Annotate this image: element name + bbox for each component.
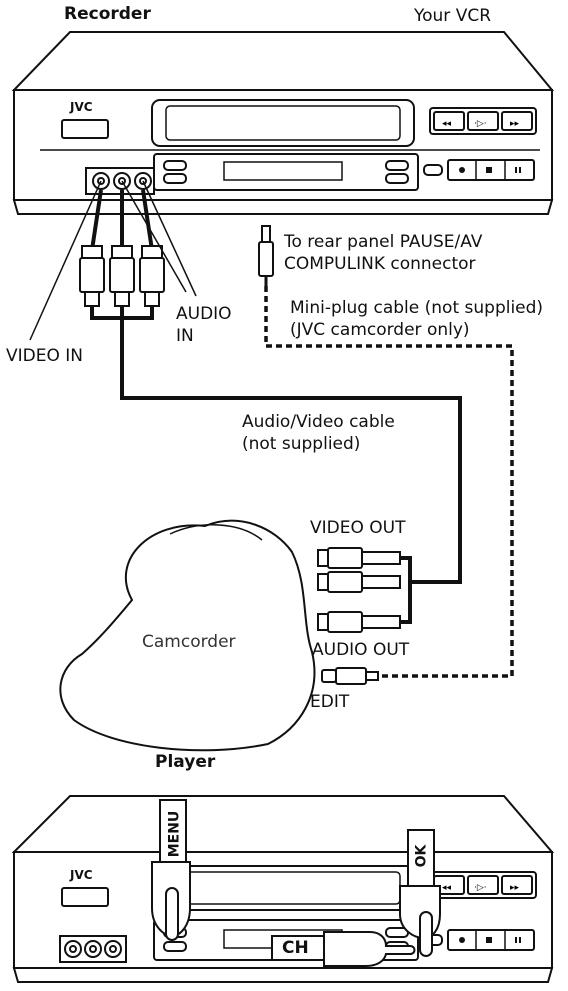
video-out-label: VIDEO OUT	[310, 518, 406, 538]
ch-button-label: CH	[282, 938, 309, 958]
rear-panel-note-line2: COMPULINK connector	[284, 254, 476, 274]
brand-logo-top: JVC	[70, 100, 93, 114]
av-cable-label-line1: Audio/Video cable	[242, 412, 395, 432]
audio-in-label-line1: AUDIO	[176, 304, 232, 324]
menu-button-label: MENU	[166, 810, 183, 858]
audio-out-label: AUDIO OUT	[312, 640, 410, 660]
audio-in-label-line2: IN	[176, 326, 194, 346]
av-cable-label-line2: (not supplied)	[242, 434, 361, 454]
svg-text:▸▸: ▸▸	[510, 119, 520, 129]
mini-plug-cable-line2: (JVC camcorder only)	[290, 320, 470, 340]
rear-panel-note-line1: To rear panel PAUSE/AV	[284, 232, 483, 252]
ok-button-label: OK	[413, 844, 430, 868]
svg-text:◂◂: ◂◂	[442, 883, 452, 893]
svg-text:·▷·: ·▷·	[474, 883, 487, 893]
edit-label: EDIT	[310, 692, 350, 712]
video-in-label: VIDEO IN	[6, 346, 83, 366]
svg-text:◂◂: ◂◂	[442, 119, 452, 129]
mini-plug-cable-line1: Mini-plug cable (not supplied)	[290, 298, 544, 318]
camcorder-label: Camcorder	[142, 632, 236, 652]
your-vcr-label: Your VCR	[414, 6, 492, 26]
svg-text:·▷·: ·▷·	[474, 119, 487, 129]
player-label: Player	[155, 752, 216, 772]
brand-logo-bottom: JVC	[70, 868, 93, 882]
svg-text:▸▸: ▸▸	[510, 883, 520, 893]
recorder-label: Recorder	[64, 4, 151, 24]
